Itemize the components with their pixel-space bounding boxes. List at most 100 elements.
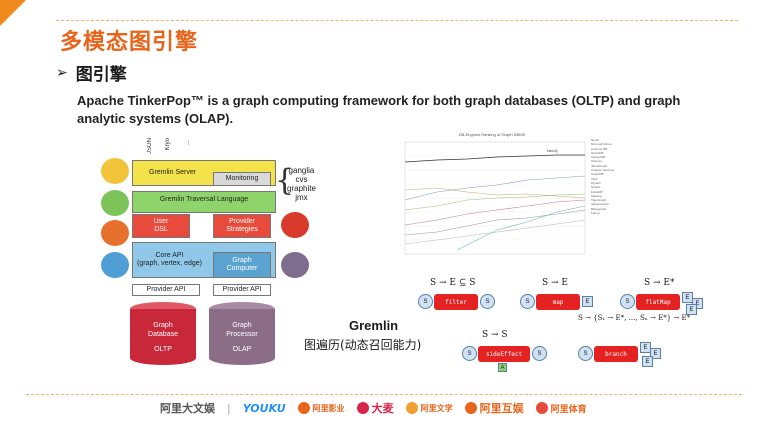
graph-computer-box: Graph Computer — [213, 252, 271, 278]
bottom-divider — [26, 394, 742, 395]
arrow-icon: ➢ — [56, 64, 68, 81]
brand-alibaba-literature: 阿里文学 — [405, 402, 453, 414]
chart-legend: Neo4j Microsoft Azure Cosmos DB OrientDB… — [591, 138, 623, 215]
corner-accent — [0, 0, 26, 26]
gremlin-server-label: Gremlin Server — [149, 169, 197, 176]
section-heading: ➢ 图引擎 — [56, 60, 127, 86]
cylinder-body: Graph Database OLTP — [130, 309, 196, 365]
olap-label: OLAP — [232, 345, 252, 353]
monitoring-box: Monitoring — [213, 172, 271, 186]
neo4j-annotation: Neo4j — [547, 148, 558, 153]
step-formula: S → {S₁ → E*, …, Sₙ → E*} → E* — [578, 314, 691, 322]
step-map: S → E S map E — [520, 278, 612, 318]
series-line — [404, 154, 585, 163]
legend-entry: Blazegraph — [591, 206, 607, 211]
plugin-cvs: cvs — [295, 175, 308, 184]
format-kryo: Kryo — [165, 138, 171, 151]
step-sideeffect: S → S S sideEffect S A — [462, 330, 554, 376]
section-title: 图引擎 — [75, 65, 127, 85]
step-output: E — [582, 296, 593, 307]
ranking-plot: Neo4j — [404, 141, 586, 255]
side-effect-marker: A — [498, 363, 507, 372]
gremlin-mascot-icon — [101, 252, 129, 278]
traversal-layer: Gremlin Traversal Language — [132, 191, 276, 213]
logo-icon — [464, 402, 477, 414]
graph-database-cylinder: Graph Database OLTP — [130, 302, 196, 365]
brand-separator: | — [227, 401, 231, 415]
robot-mascot-icon — [281, 212, 309, 238]
gremlin-mascot-icon — [101, 190, 129, 216]
monitoring-plugins: ganglia cvs graphite jmx — [287, 166, 316, 202]
brand-label: 阿里影业 — [312, 403, 345, 413]
legend-entry: TigerGraph — [591, 198, 607, 203]
legend-entry: Stardog — [591, 193, 602, 198]
brand-alibaba-entertainment: 阿里大文娱 — [160, 402, 215, 415]
step-input: S — [418, 294, 433, 309]
user-dsl-box: User DSL — [132, 214, 190, 238]
core-api-label: Core API (graph, vertex, edge) — [137, 252, 202, 267]
format-json: JSON — [147, 138, 153, 155]
step-output: E — [682, 292, 693, 303]
step-box: branch — [594, 346, 638, 362]
step-formula: S → E* — [644, 278, 675, 288]
step-flatmap: S → E* S flatMap E E E — [620, 278, 720, 318]
footer-brands: 阿里大文娱 | YOUKU 阿里影业 大麦 阿里文学 阿里互娱 阿里体育 — [160, 400, 587, 416]
step-box: map — [536, 294, 580, 310]
logo-icon — [535, 402, 548, 414]
brand-label: 大麦 — [371, 402, 394, 415]
legend-entry: ArangoDB — [591, 155, 605, 160]
provider-strategies-box: Provider Strategies — [213, 214, 271, 238]
step-box: flatMap — [636, 294, 680, 310]
series-line — [404, 175, 586, 201]
logo-icon — [405, 402, 418, 414]
step-formula: S → E ⊆ S — [430, 278, 476, 288]
graph-processor-label: Graph Processor — [226, 321, 258, 338]
robot-mascot-icon — [281, 252, 309, 278]
chart-title: DB-Engines Ranking of Graph DBMS — [458, 132, 526, 137]
brand-label: 阿里互娱 — [479, 402, 524, 415]
step-branch: S → {S₁ → E*, …, Sₙ → E*} → E* S branch … — [578, 314, 691, 374]
step-input: S — [620, 294, 635, 309]
series-line — [404, 199, 586, 226]
step-input: S — [462, 346, 477, 361]
plugin-graphite: graphite — [287, 184, 316, 193]
legend-entry: JanusGraph — [591, 163, 608, 168]
gremlin-name: Gremlin — [349, 318, 399, 333]
series-line — [404, 193, 586, 211]
top-divider — [56, 20, 738, 21]
db-engines-ranking-chart: DB-Engines Ranking of Graph DBMS Neo4j N… — [397, 132, 623, 262]
series-line — [404, 187, 586, 199]
graph-processor-cylinder: Graph Processor OLAP — [209, 302, 275, 365]
step-output: E — [692, 298, 703, 309]
traversal-label: Gremlin Traversal Language — [159, 196, 249, 203]
series-line — [404, 209, 586, 236]
description-text: Apache TinkerPop™ is a graph computing f… — [77, 93, 681, 126]
step-input: S — [578, 346, 593, 361]
step-output: E — [686, 304, 697, 315]
step-input: S — [520, 294, 535, 309]
step-box: filter — [434, 294, 478, 310]
logo-icon — [297, 402, 310, 414]
step-output: E — [640, 342, 651, 353]
series-line — [404, 219, 586, 245]
gremlin-mascot-icon — [101, 220, 129, 246]
brand-label: 阿里体育 — [550, 404, 587, 415]
step-filter: S → E ⊆ S S filter S — [418, 278, 510, 318]
step-output: E — [650, 348, 661, 359]
provider-api-right: Provider API — [213, 284, 271, 296]
legend-entry: FlockDB — [591, 189, 603, 194]
brand-label: 阿里文学 — [420, 403, 453, 413]
logo-icon — [356, 402, 369, 414]
tinkerpop-architecture-diagram: JSON Kryo ... Gremlin Server Monitoring … — [95, 138, 335, 365]
legend-entry: Virtuoso — [591, 159, 602, 164]
graph-database-label: Graph Database — [148, 321, 178, 338]
legend-entry: Giraph — [591, 185, 601, 190]
gremlin-mascot-icon — [101, 158, 129, 184]
brand-alibaba-pictures: 阿里影业 — [297, 402, 345, 414]
slide-title: 多模态图引擎 — [60, 30, 199, 55]
plugin-jmx: jmx — [295, 193, 308, 202]
oltp-label: OLTP — [154, 345, 172, 353]
legend-entry: Dgraph — [591, 180, 601, 185]
legend-entry: Titan — [591, 176, 598, 181]
brand-alibaba-games: 阿里互娱 — [464, 400, 524, 416]
